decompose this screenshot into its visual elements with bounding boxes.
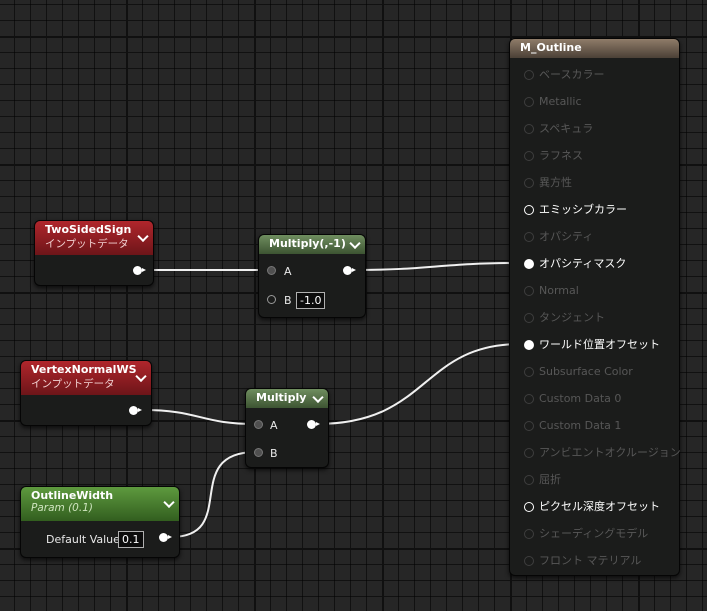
material-pin-label: オパシティ: [539, 230, 594, 243]
material-pin-label: Subsurface Color: [539, 365, 633, 378]
node-title: Multiply: [256, 391, 307, 404]
input-pin[interactable]: [524, 151, 534, 161]
default-value-label: Default Value: [46, 533, 120, 546]
output-pin[interactable]: [159, 533, 172, 542]
input-pin[interactable]: [524, 502, 534, 512]
material-pin-label: 異方性: [539, 176, 572, 189]
input-pin-a[interactable]: [254, 420, 263, 429]
input-pin[interactable]: [524, 232, 534, 242]
material-pin-label: ピクセル深度オフセット: [539, 500, 660, 513]
wire-multiply-to-world-offset: [316, 343, 522, 425]
material-pin-label: スペキュラ: [539, 122, 594, 135]
input-pin[interactable]: [524, 448, 534, 458]
node-multiply[interactable]: Multiply A B: [245, 388, 329, 468]
wire-vertexnormal-to-multiply-a: [142, 409, 257, 425]
material-pin-label: ワールド位置オフセット: [539, 338, 660, 351]
input-pin[interactable]: [524, 124, 534, 134]
chevron-down-icon[interactable]: [137, 230, 149, 243]
node-vertex-normal-ws[interactable]: VertexNormalWS インプットデータ: [20, 360, 152, 426]
wire-outlinewidth-to-multiply-b: [170, 451, 257, 538]
node-title: Multiply(,-1): [269, 237, 346, 250]
material-pin-label: Normal: [539, 284, 579, 297]
output-pin[interactable]: [129, 406, 142, 415]
material-pin-label: オパシティマスク: [539, 257, 627, 270]
input-pin[interactable]: [524, 70, 534, 80]
input-pin-b[interactable]: [254, 448, 263, 457]
pin-a-label: A: [270, 419, 278, 432]
node-header[interactable]: TwoSidedSign インプットデータ: [35, 221, 153, 255]
chevron-down-icon[interactable]: [163, 496, 175, 509]
input-pin-a[interactable]: [267, 266, 276, 275]
pin-b-label: B: [270, 447, 278, 460]
node-title: VertexNormalWS: [31, 363, 137, 376]
chevron-down-icon[interactable]: [312, 391, 324, 403]
material-pin-label: アンビエントオクルージョン: [539, 446, 681, 459]
material-title: M_Outline: [520, 41, 582, 54]
chevron-down-icon[interactable]: [135, 370, 147, 383]
input-pin[interactable]: [524, 475, 534, 485]
node-header[interactable]: VertexNormalWS インプットデータ: [21, 361, 151, 395]
input-pin[interactable]: [524, 367, 534, 377]
input-pin[interactable]: [524, 313, 534, 323]
material-pin-label: Custom Data 1: [539, 419, 622, 432]
input-pin[interactable]: [524, 529, 534, 539]
material-pin-label: タンジェント: [539, 311, 605, 324]
pin-a-label: A: [284, 265, 292, 278]
node-multiply-negative[interactable]: Multiply(,-1) A B -1.0: [258, 234, 366, 318]
pin-b-value-input[interactable]: -1.0: [296, 292, 326, 309]
material-pin-label: Custom Data 0: [539, 392, 622, 405]
output-pin[interactable]: [343, 266, 356, 275]
node-header[interactable]: Multiply: [246, 389, 328, 408]
node-header[interactable]: Multiply(,-1): [259, 235, 365, 254]
node-material-result[interactable]: M_Outline ベースカラー Metallic スペキュララフネス異方性エミッシ…: [509, 38, 681, 576]
material-pin-label: エミッシブカラー: [539, 203, 627, 216]
node-title: OutlineWidth: [31, 489, 114, 502]
input-pin-b[interactable]: [267, 295, 276, 304]
node-subtitle: インプットデータ: [45, 238, 129, 250]
node-outline-width[interactable]: OutlineWidth Param (0.1) Default Value 0…: [20, 486, 180, 558]
default-value-input[interactable]: 0.1: [118, 531, 144, 548]
material-pin-label: 屈折: [539, 473, 561, 486]
node-subtitle: インプットデータ: [31, 378, 115, 390]
material-pin-label: ベースカラー: [539, 68, 605, 81]
node-header[interactable]: OutlineWidth Param (0.1): [21, 487, 179, 521]
wire-multiply-neg-to-opacity-mask: [353, 262, 522, 271]
node-header[interactable]: M_Outline: [510, 39, 679, 58]
input-pin[interactable]: [524, 178, 534, 188]
node-title: TwoSidedSign: [45, 223, 132, 236]
output-pin[interactable]: [133, 266, 146, 275]
node-subtitle: Param (0.1): [31, 502, 93, 514]
input-pin[interactable]: [524, 340, 534, 350]
input-pin[interactable]: [524, 259, 534, 269]
material-pin-label: フロント マテリアル: [539, 554, 642, 567]
node-two-sided-sign[interactable]: TwoSidedSign インプットデータ: [34, 220, 154, 286]
input-pin[interactable]: [524, 421, 534, 431]
input-pin[interactable]: [524, 286, 534, 296]
material-pin-label: ラフネス: [539, 149, 583, 162]
material-pin-label: シェーディングモデル: [539, 527, 649, 540]
input-pin[interactable]: [524, 97, 534, 107]
pin-b-label: B: [284, 294, 292, 307]
input-pin[interactable]: [524, 556, 534, 566]
material-pin-label: Metallic: [539, 95, 582, 108]
output-pin[interactable]: [307, 420, 320, 429]
input-pin[interactable]: [524, 394, 534, 404]
chevron-down-icon[interactable]: [349, 237, 361, 249]
input-pin[interactable]: [524, 205, 534, 215]
